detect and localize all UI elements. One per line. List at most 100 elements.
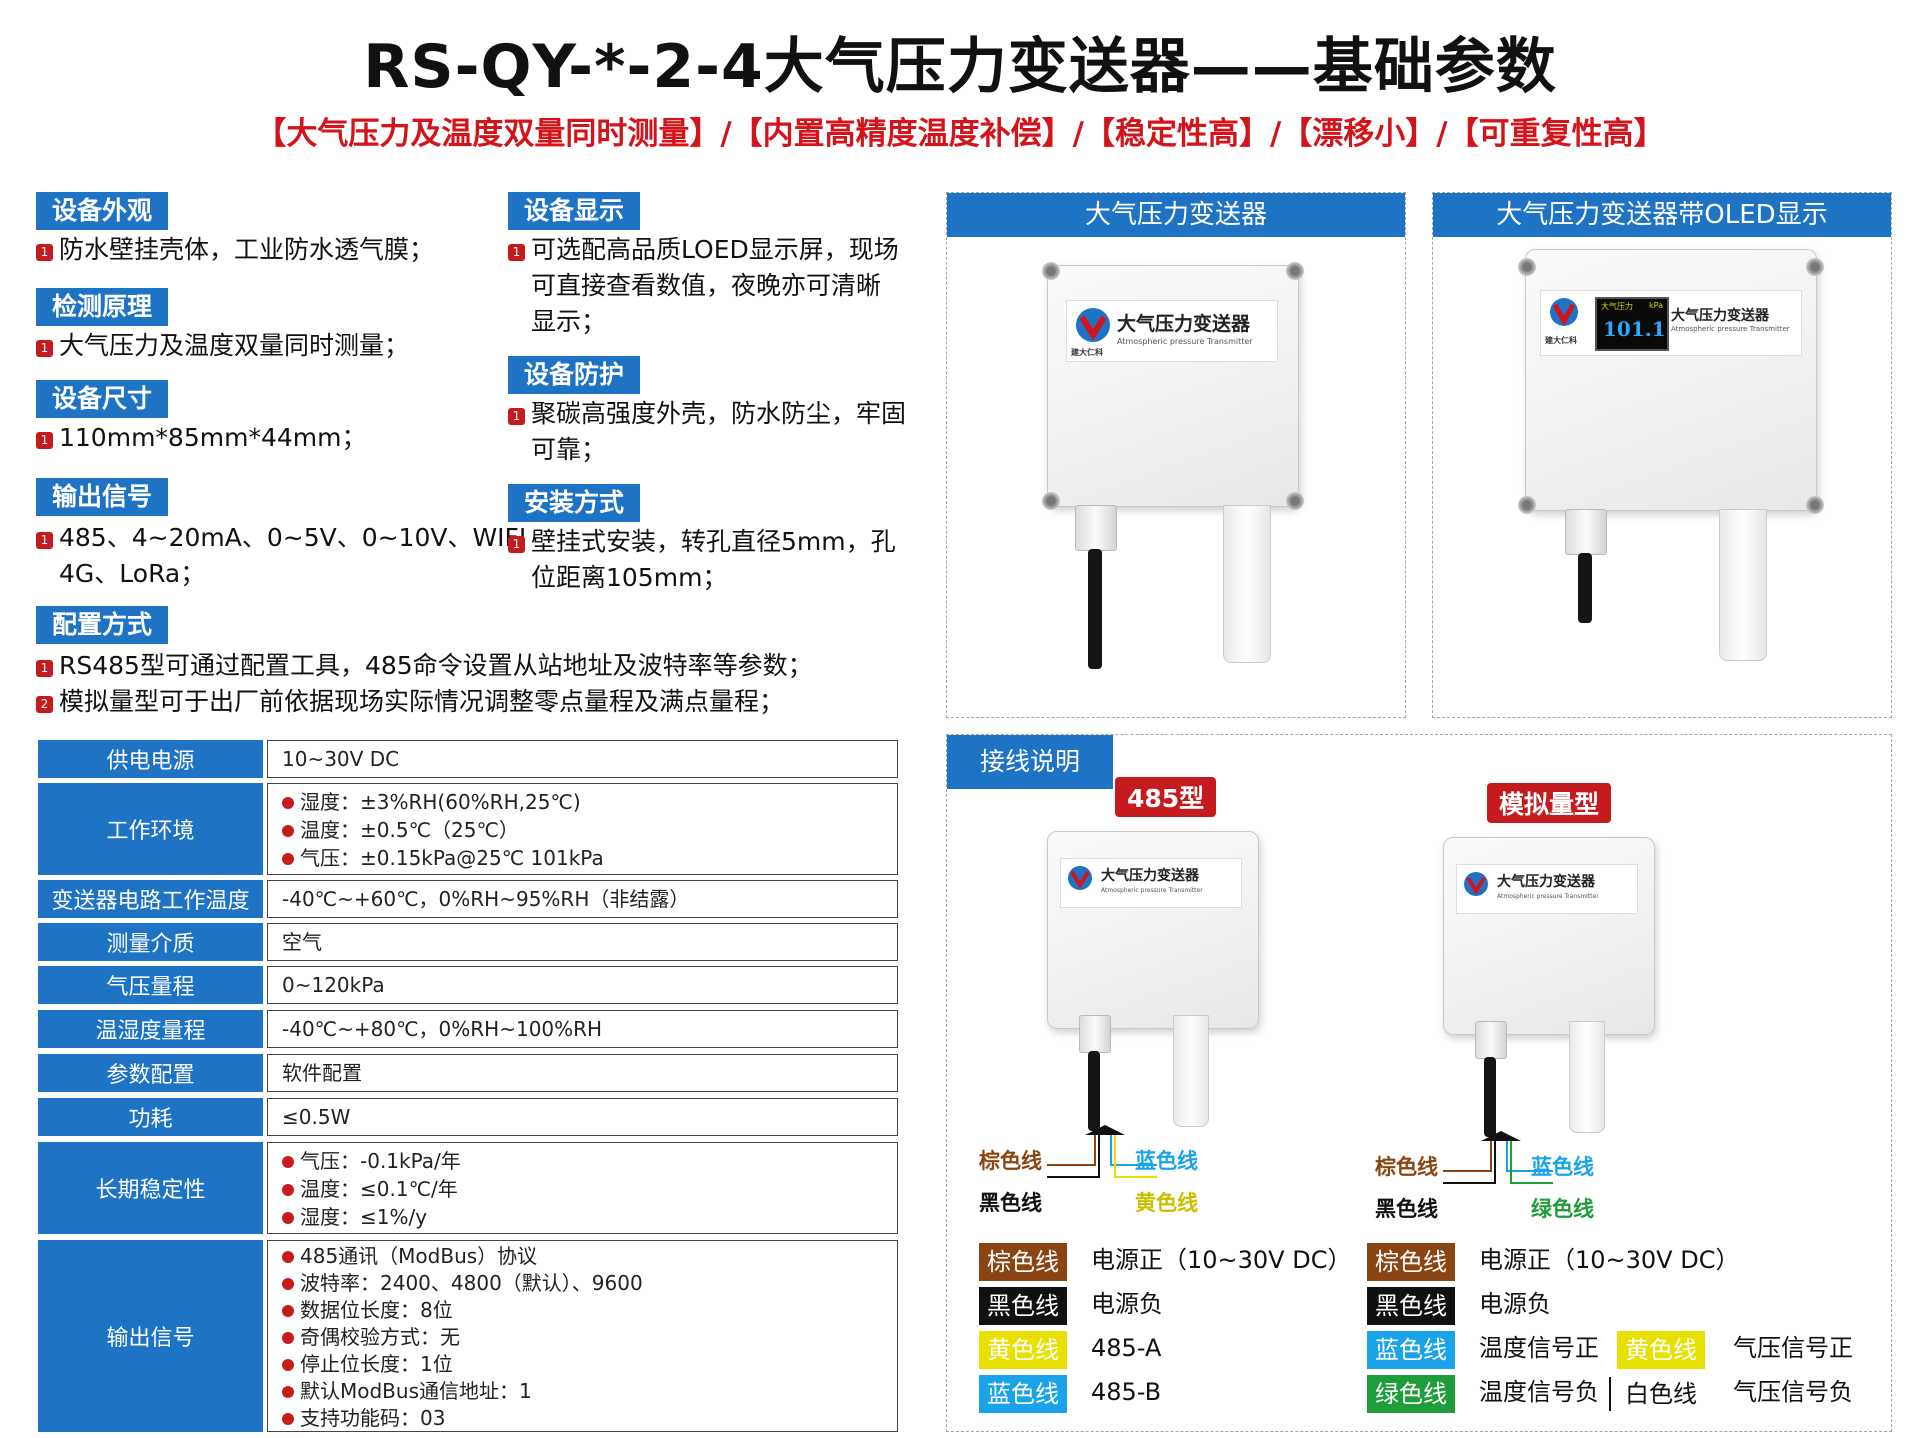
wire-label-black: 黑色线 <box>1375 1197 1438 1221</box>
cable <box>1578 553 1592 623</box>
device-label: 大气压力变送器 Atmospheric pressure Transmitter <box>1060 858 1242 908</box>
spec-value-line: 气压：±0.15kPa@25℃ 101kPa <box>282 844 883 872</box>
spec-value: ≤0.5W <box>267 1098 898 1136</box>
bullet-icon <box>282 825 294 837</box>
legend-desc: 485-B <box>1091 1378 1162 1406</box>
spec-key: 功耗 <box>38 1098 263 1136</box>
wiring-panel: 接线说明 485型 模拟量型 大气压力变送器 Atmospheric press… <box>946 734 1892 1432</box>
bullet-icon <box>282 1332 294 1344</box>
device-label-text: 大气压力变送器 <box>1671 308 1769 324</box>
legend-desc: 电源负 <box>1479 1290 1551 1318</box>
sensor-probe <box>1719 509 1767 661</box>
oled-value: 101.1 <box>1603 317 1666 341</box>
feature-display-line3: 显示； <box>531 307 607 336</box>
device-label-en: Atmospheric pressure Transmitter <box>1497 893 1599 900</box>
cable-gland <box>1075 505 1117 551</box>
legend-desc: 电源正（10~30V DC） <box>1479 1246 1740 1274</box>
device-label: 建大仁科 大气压力 kPa 101.1 大气压力变送器 Atmospheric … <box>1540 290 1802 356</box>
tag-display: 设备显示 <box>508 192 641 230</box>
marker-1: 1 <box>36 532 53 549</box>
cable-gland <box>1079 1015 1111 1053</box>
spec-value-line: 奇偶校验方式：无 <box>282 1324 883 1351</box>
device-label-en: Atmospheric pressure Transmitter <box>1671 325 1790 333</box>
legend-divider <box>1609 1377 1611 1411</box>
spec-value-text: 支持功能码：03 <box>300 1406 446 1430</box>
device-485: 大气压力变送器 Atmospheric pressure Transmitter <box>1047 831 1259 1029</box>
brand-logo-icon <box>1464 872 1488 896</box>
cable-gland <box>1565 509 1607 555</box>
device-label-text: 大气压力变送器 <box>1117 313 1251 335</box>
legend-desc: 电源负 <box>1091 1290 1163 1318</box>
device-label-text: 大气压力变送器 <box>1497 874 1595 890</box>
screw-icon <box>1286 262 1304 280</box>
marker-2: 2 <box>36 696 53 713</box>
device-label-en: Atmospheric pressure Transmitter <box>1101 887 1203 894</box>
tag-size: 设备尺寸 <box>36 380 169 418</box>
legend-swatch-green: 绿色线 <box>1367 1375 1455 1413</box>
marker-1: 1 <box>36 244 53 261</box>
wire-diagram-485 <box>1047 1125 1157 1178</box>
spec-value: 空气 <box>267 923 898 961</box>
spec-value: -40℃~+80℃，0%RH~100%RH <box>267 1010 898 1048</box>
spec-value-line: 默认ModBus通信地址：1 <box>282 1378 883 1405</box>
spec-key: 测量介质 <box>38 923 263 961</box>
spec-value-line: 湿度：≤1%/y <box>282 1203 883 1231</box>
legend-desc: 温度信号正 <box>1479 1334 1599 1362</box>
spec-key: 长期稳定性 <box>38 1142 263 1234</box>
spec-value-text: 波特率：2400、4800（默认）、9600 <box>300 1271 643 1295</box>
screw-icon <box>1806 258 1824 276</box>
brand-logo-icon <box>1068 866 1092 890</box>
spec-value-list: 湿度：±3%RH(60%RH,25℃) 温度：±0.5℃（25℃） 气压：±0.… <box>267 783 898 875</box>
product-panel-oled: 大气压力变送器带OLED显示 建大仁科 大气压力 kPa 101.1 大气压力变… <box>1432 192 1892 718</box>
screw-icon <box>1042 492 1060 510</box>
sensor-probe <box>1569 1021 1605 1133</box>
spec-value: 0~120kPa <box>267 966 898 1004</box>
spec-key: 参数配置 <box>38 1054 263 1092</box>
spec-value-list: 485通讯（ModBus）协议 波特率：2400、4800（默认）、9600 数… <box>267 1240 898 1432</box>
spec-value: -40℃~+60℃，0%RH~95%RH（非结露） <box>267 880 898 918</box>
marker-1: 1 <box>36 660 53 677</box>
brand-name: 建大仁科 <box>1545 336 1577 345</box>
feature-output-line2: 4G、LoRa； <box>59 559 206 588</box>
spec-value-line: 停止位长度：1位 <box>282 1351 883 1378</box>
spec-row-pressure-range: 气压量程 0~120kPa <box>38 966 900 1004</box>
marker-1: 1 <box>508 536 525 553</box>
spec-key: 变送器电路工作温度 <box>38 880 263 918</box>
feature-config-2-text: 模拟量型可于出厂前依据现场实际情况调整零点量程及满点量程； <box>59 687 785 716</box>
cable <box>1484 1057 1496 1137</box>
sensor-probe <box>1223 505 1271 663</box>
oled-unit: kPa <box>1649 301 1663 310</box>
legend-swatch-brown: 棕色线 <box>1367 1243 1455 1281</box>
bullet-icon <box>282 1212 294 1224</box>
cable-gland <box>1475 1021 1507 1059</box>
tag-protection: 设备防护 <box>508 356 641 394</box>
spec-value: 10~30V DC <box>267 740 898 778</box>
type-485-badge: 485型 <box>1115 777 1217 817</box>
spec-key: 工作环境 <box>38 783 263 875</box>
marker-1: 1 <box>36 432 53 449</box>
legend-swatch-white: 白色线 <box>1617 1375 1705 1413</box>
spec-value-line: 数据位长度：8位 <box>282 1297 883 1324</box>
bullet-icon <box>282 797 294 809</box>
wire-label-brown: 棕色线 <box>979 1149 1042 1173</box>
cable <box>1088 1051 1100 1131</box>
bullet-icon <box>282 1386 294 1398</box>
device-label: 大气压力变送器 Atmospheric pressure Transmitter… <box>1066 300 1278 362</box>
bullet-icon <box>282 853 294 865</box>
legend-desc: 485-A <box>1091 1334 1162 1362</box>
product-panel-standard: 大气压力变送器 大气压力变送器 Atmospheric pressure Tra… <box>946 192 1406 718</box>
wiring-title: 接线说明 <box>947 735 1113 789</box>
feature-config-1-text: RS485型可通过配置工具，485命令设置从站地址及波特率等参数； <box>59 651 813 680</box>
spec-value-text: 485通讯（ModBus）协议 <box>300 1244 538 1268</box>
wire-label-blue: 蓝色线 <box>1135 1149 1198 1173</box>
bullet-icon <box>282 1251 294 1263</box>
spec-row-stability: 长期稳定性 气压：-0.1kPa/年 温度：≤0.1℃/年 湿度：≤1%/y <box>38 1142 900 1234</box>
spec-value-list: 气压：-0.1kPa/年 温度：≤0.1℃/年 湿度：≤1%/y <box>267 1142 898 1234</box>
feature-install-line2: 位距离105mm； <box>531 563 728 592</box>
wire-label-brown: 棕色线 <box>1375 1155 1438 1179</box>
tag-output: 输出信号 <box>36 478 169 516</box>
